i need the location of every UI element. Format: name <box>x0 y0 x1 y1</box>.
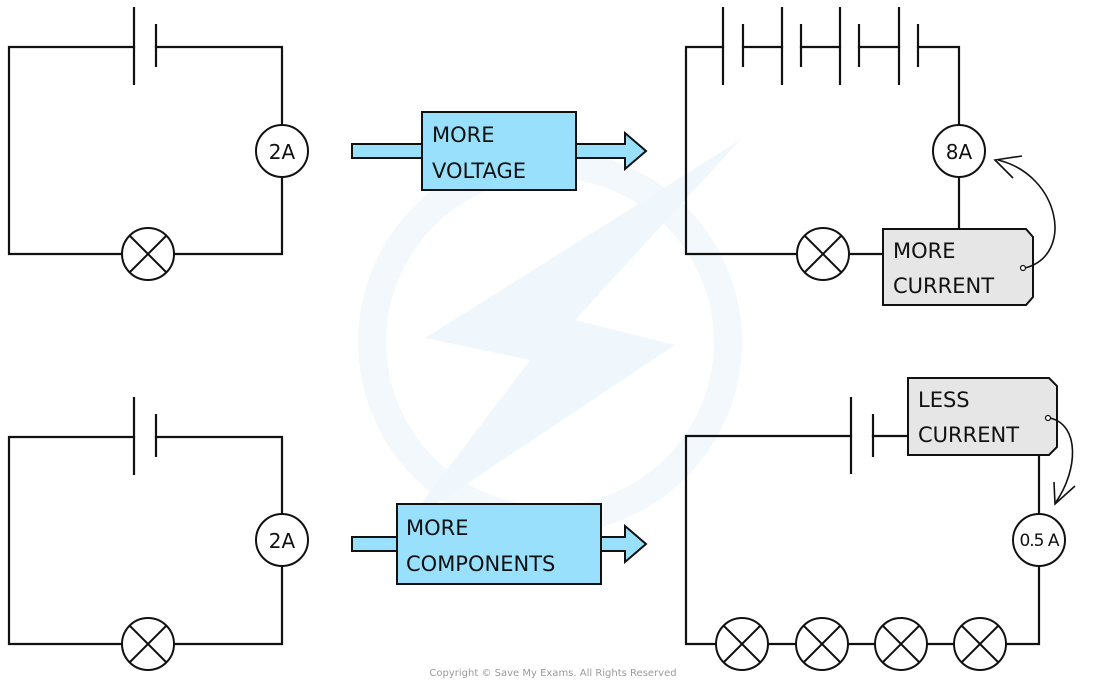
circuit-voltage-before: 2A <box>7 7 309 281</box>
lamp-icon <box>121 227 175 281</box>
lamp-icon <box>874 617 928 671</box>
curved-arrow-icon <box>1049 417 1076 506</box>
change-box <box>421 111 577 191</box>
arrow-shaft <box>351 143 425 159</box>
change-label-line1: MORE <box>432 123 495 147</box>
tag-line2: CURRENT <box>918 423 1019 447</box>
cell-icon <box>132 7 158 85</box>
ammeter-reading: 8A <box>946 140 973 164</box>
circuit-components-after: 0.5 A LESS CURRENT <box>684 377 1076 671</box>
tag-line2: CURRENT <box>893 274 994 298</box>
cell-icon <box>849 397 875 474</box>
lamp-icon <box>715 617 769 671</box>
arrow-head-icon <box>575 130 648 172</box>
copyright-text: Copyright © Save My Exams. All Rights Re… <box>429 668 676 679</box>
cell-icon <box>132 397 158 475</box>
ammeter: 2A <box>255 513 309 567</box>
tag-hole-icon <box>1019 264 1027 272</box>
ammeter: 0.5 A <box>1012 513 1066 567</box>
watermark-logo-icon <box>358 140 742 534</box>
tag-line1: MORE <box>893 239 956 263</box>
lamp-icon <box>953 617 1007 671</box>
circuit-wire <box>684 45 961 256</box>
lamp-icon <box>795 617 849 671</box>
lamp-icon <box>796 227 850 281</box>
battery-4-cells-icon <box>721 7 920 85</box>
arrow-head-icon <box>600 523 648 565</box>
tag-hole-icon <box>1044 414 1052 422</box>
change-arrow-voltage: MORE VOLTAGE <box>351 111 648 191</box>
circuit-voltage-after: 8A MORE CURRENT <box>684 7 1056 306</box>
circuit-wire <box>684 434 1041 646</box>
ammeter: 2A <box>255 124 309 178</box>
ammeter-reading: 2A <box>269 140 296 164</box>
change-arrow-components: MORE COMPONENTS <box>351 503 648 585</box>
curved-arrow-icon <box>993 155 1056 269</box>
current-tag: LESS CURRENT <box>907 377 1058 456</box>
change-box <box>396 503 602 585</box>
current-tag: MORE CURRENT <box>882 228 1034 306</box>
circuit-wire <box>7 435 284 646</box>
circuit-wire <box>7 45 284 256</box>
lamp-icon <box>121 617 175 671</box>
change-label-line1: MORE <box>406 516 469 540</box>
change-label-line2: COMPONENTS <box>406 552 555 576</box>
ammeter: 8A <box>932 124 986 178</box>
arrow-shaft <box>351 536 399 552</box>
ammeter-reading: 0.5 A <box>1019 531 1059 551</box>
tag-line1: LESS <box>918 388 970 412</box>
circuit-components-before: 2A <box>7 397 309 671</box>
change-label-line2: VOLTAGE <box>432 159 526 183</box>
ammeter-reading: 2A <box>269 529 296 553</box>
